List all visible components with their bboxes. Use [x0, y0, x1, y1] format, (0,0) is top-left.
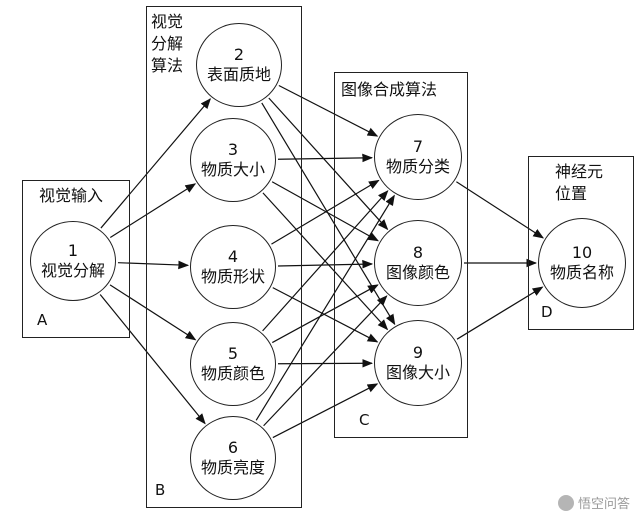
arrow-2-to-8: [268, 97, 389, 231]
arrow-1-to-5: [109, 284, 197, 341]
box-c-letter: C: [359, 411, 370, 429]
arrow-5-to-9: [277, 358, 374, 368]
arrow-5-to-8: [272, 284, 379, 344]
node-1-number: 1: [67, 241, 79, 260]
arrow-4-to-7: [271, 179, 380, 245]
node-3-number: 3: [227, 140, 239, 159]
node-8-number: 8: [412, 243, 424, 262]
node-7: 7 物质分类: [374, 114, 462, 200]
node-10-number: 10: [571, 243, 593, 262]
box-a-letter: A: [37, 311, 48, 329]
arrow-1-to-2: [100, 98, 211, 229]
watermark: 悟空问答: [557, 493, 630, 512]
node-4: 4 物质形状: [190, 225, 276, 309]
node-1: 1 视觉分解: [30, 221, 116, 301]
box-a-title: 视觉输入: [39, 186, 104, 205]
node-2: 2 表面质地: [196, 23, 282, 107]
box-d: 神经元 位置 D: [528, 156, 634, 330]
node-2-label: 表面质地: [206, 65, 271, 84]
node-5: 5 物质颜色: [190, 322, 276, 406]
node-3: 3 物质大小: [190, 118, 276, 202]
node-10-label: 物质名称: [549, 263, 614, 282]
box-c: 图像合成算法 C: [334, 72, 468, 438]
arrow-5-to-7: [262, 190, 389, 332]
node-2-number: 2: [233, 45, 245, 64]
arrow-6-to-7: [255, 194, 395, 421]
box-b-letter: B: [155, 481, 166, 499]
arrow-1-to-6: [99, 294, 206, 425]
box-a: 视觉输入 A: [22, 180, 130, 338]
arrow-4-to-8: [277, 259, 374, 269]
node-9-label: 图像大小: [385, 363, 450, 382]
node-10: 10 物质名称: [538, 218, 626, 308]
watermark-logo-icon: [557, 494, 574, 511]
watermark-text: 悟空问答: [577, 497, 630, 512]
box-d-title: 神经元 位置: [555, 162, 604, 203]
arrow-6-to-9: [272, 383, 379, 439]
node-5-number: 5: [227, 344, 239, 363]
box-d-letter: D: [541, 303, 553, 321]
node-3-label: 物质大小: [200, 160, 265, 179]
arrow-2-to-7: [278, 84, 379, 137]
node-4-number: 4: [227, 247, 239, 266]
node-6: 6 物质亮度: [190, 416, 276, 500]
node-9-number: 9: [412, 343, 424, 362]
box-c-title: 图像合成算法: [341, 80, 438, 99]
node-4-label: 物质形状: [200, 267, 265, 286]
node-1-label: 视觉分解: [40, 261, 105, 280]
node-7-label: 物质分类: [385, 157, 450, 176]
arrow-3-to-7: [277, 153, 374, 163]
arrow-6-to-8: [263, 295, 388, 427]
node-6-label: 物质亮度: [200, 458, 265, 477]
node-5-label: 物质颜色: [200, 364, 265, 383]
arrow-1-to-3: [109, 183, 197, 238]
node-7-number: 7: [412, 137, 424, 156]
node-6-number: 6: [227, 438, 239, 457]
arrow-4-to-9: [272, 287, 379, 343]
node-9: 9 图像大小: [374, 320, 462, 406]
node-8: 8 图像颜色: [374, 220, 462, 306]
node-8-label: 图像颜色: [385, 263, 450, 282]
arrow-3-to-8: [271, 181, 379, 242]
box-b-title: 视觉 分解 算法: [151, 12, 184, 75]
box-b: 视觉 分解 算法 B: [146, 6, 302, 508]
